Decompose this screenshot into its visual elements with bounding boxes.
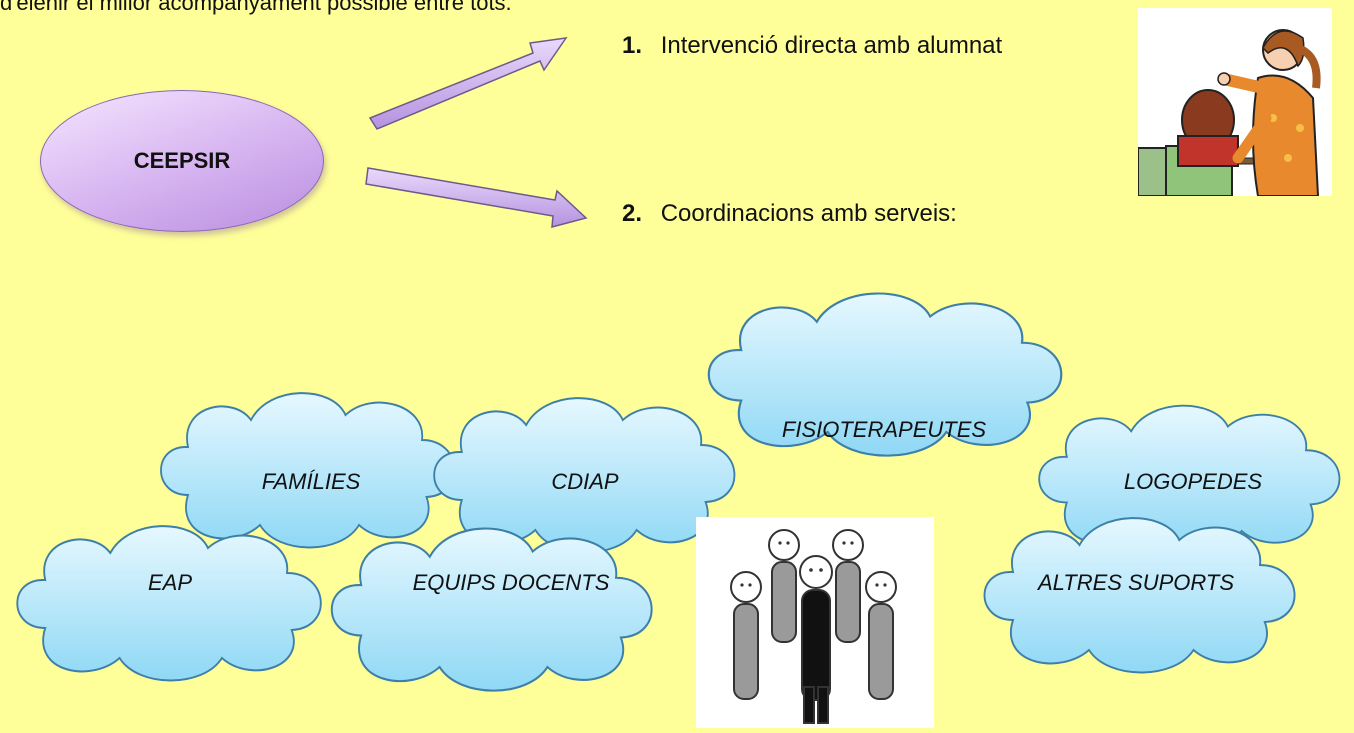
arrow-to-item-1 xyxy=(368,37,568,130)
item-1-number: 1. xyxy=(622,32,643,59)
item-2-label: Coordinacions amb serveis: xyxy=(660,200,957,227)
cloud-label-fisioterapeutes: FISIOTERAPEUTES xyxy=(781,417,987,442)
cloud-equips-docents xyxy=(330,527,653,692)
ceepsir-label: CEEPSIR xyxy=(133,148,231,173)
teacher-pictogram xyxy=(1137,8,1332,197)
cloud-label-altres-suports: ALTRES SUPORTS xyxy=(1037,570,1235,595)
item-2-number: 2. xyxy=(622,200,643,227)
cloud-label-cdiap: CDIAP xyxy=(551,469,619,494)
item-1: 1. Intervenció directa amb alumnat xyxy=(622,32,1002,60)
cloud-label-families: FAMÍLIES xyxy=(261,469,361,494)
cloud-eap xyxy=(16,525,322,682)
group-of-people-pictogram xyxy=(696,517,934,728)
header-text: d'elenir el millor acompanyament possibl… xyxy=(0,0,512,15)
ceepsir-oval: CEEPSIR xyxy=(40,90,324,232)
cloud-label-logopedes: LOGOPEDES xyxy=(1123,469,1263,494)
item-2: 2. Coordinacions amb serveis: xyxy=(622,200,957,228)
cloud-label-eap: EAP xyxy=(147,570,193,595)
cloud-label-equips-docents: EQUIPS DOCENTS xyxy=(412,570,610,595)
item-1-label: Intervenció directa amb alumnat xyxy=(660,32,1003,59)
arrow-to-item-2 xyxy=(365,167,588,228)
